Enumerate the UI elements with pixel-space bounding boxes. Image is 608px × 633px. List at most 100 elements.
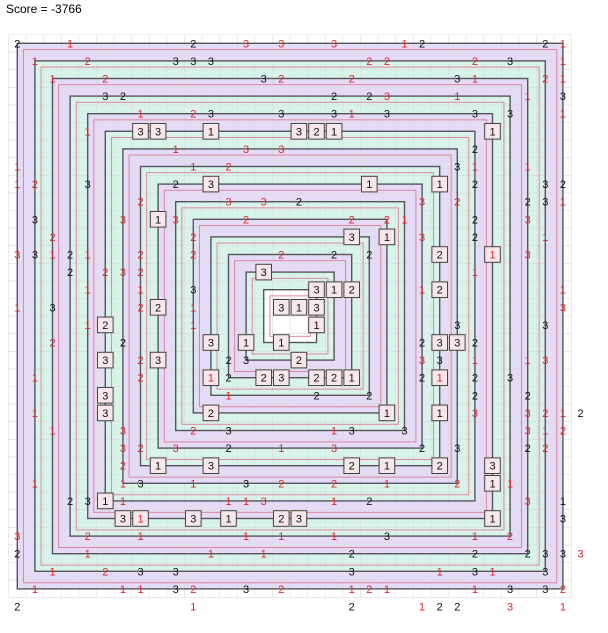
cell-number: 3: [102, 355, 108, 367]
cell-number: 2: [384, 214, 390, 226]
cell-number: 1: [525, 355, 531, 367]
cell-number: 1: [560, 56, 566, 68]
numbered-cell-box: [343, 228, 360, 246]
cell-number: 2: [49, 338, 55, 350]
cell-number: 3: [525, 496, 531, 508]
cell-number: 3: [173, 443, 179, 455]
numbered-cell-box: [97, 404, 114, 422]
cell-number: 1: [14, 162, 20, 174]
cell-number: 2: [49, 232, 55, 244]
loop-wall: [86, 112, 494, 520]
cell-number: 3: [419, 197, 425, 209]
grid-lines: [8, 34, 573, 599]
cell-number: 2: [32, 179, 38, 191]
loop-wall: [34, 60, 546, 572]
cell-number: 3: [85, 179, 91, 191]
cell-number: 1: [190, 478, 196, 490]
cell-number: 1: [243, 338, 249, 350]
loop-wall: [157, 183, 423, 449]
cell-number: 1: [278, 531, 284, 543]
path-line: [234, 260, 347, 373]
cell-number: 2: [14, 602, 20, 614]
cell-number: 2: [349, 214, 355, 226]
cell-number: 1: [560, 602, 566, 614]
cell-number: 3: [208, 179, 214, 191]
cell-number: 1: [472, 355, 478, 367]
cell-number: 2: [225, 443, 231, 455]
cell-number: 3: [472, 109, 478, 121]
cell-number: 2: [296, 355, 302, 367]
path-line: [251, 277, 329, 355]
cell-number: 3: [190, 285, 196, 297]
path-line: [22, 48, 558, 584]
cell-number: 1: [32, 408, 38, 420]
cell-number: 3: [32, 250, 38, 262]
score-readout: Score = -3766: [6, 2, 82, 16]
loop-wall: [192, 218, 388, 414]
cell-number: 1: [489, 250, 495, 262]
cell-number: 1: [102, 496, 108, 508]
path-line: [128, 154, 452, 478]
cell-number: 1: [85, 285, 91, 297]
cell-number: 1: [225, 496, 231, 508]
cell-number: 3: [472, 408, 478, 420]
path-line: [216, 242, 364, 390]
cell-number: 1: [384, 408, 390, 420]
path-line: [198, 224, 382, 408]
cell-number: 3: [261, 496, 267, 508]
cell-number: 3: [331, 109, 337, 121]
cell-number: 2: [85, 531, 91, 543]
cell-number: 1: [49, 426, 55, 438]
cell-number: 2: [560, 179, 566, 191]
numbered-cell-box: [290, 351, 308, 369]
numbered-cell-box: [343, 457, 360, 474]
numbered-cell-box: [325, 369, 343, 386]
numbered-cell-box: [273, 299, 290, 316]
cell-number: 3: [208, 461, 214, 473]
cell-number: 2: [542, 408, 548, 420]
cell-number: 2: [173, 179, 179, 191]
cell-number: 3: [542, 584, 548, 596]
cell-number: 1: [331, 426, 337, 438]
cell-number: 1: [366, 179, 372, 191]
cell-number: 3: [384, 91, 390, 103]
cell-number: 2: [366, 496, 372, 508]
cell-number: 1: [454, 91, 460, 103]
cell-number: 1: [190, 602, 196, 614]
cell-number: 2: [419, 338, 425, 350]
cell-number: 3: [296, 126, 302, 138]
cell-number: 1: [137, 584, 143, 596]
numbered-cell-box: [484, 475, 501, 492]
cell-number: 1: [472, 74, 478, 86]
cell-number: 2: [137, 197, 143, 209]
path-line: [146, 172, 435, 461]
cell-number: 2: [507, 531, 513, 543]
cell-number: 1: [49, 566, 55, 578]
cell-number: 1: [32, 478, 38, 490]
cell-number: 2: [472, 390, 478, 402]
cell-number: 3: [155, 355, 161, 367]
cell-number: 2: [313, 390, 319, 402]
cell-number: 2: [313, 126, 319, 138]
cell-number: 3: [525, 408, 531, 420]
cell-number: 3: [331, 443, 337, 455]
cell-number: 1: [32, 373, 38, 385]
cell-number: 2: [472, 179, 478, 191]
cell-number: 3: [349, 232, 355, 244]
cell-number: 2: [278, 250, 284, 262]
cell-number: 2: [454, 197, 460, 209]
cell-number: 3: [507, 56, 513, 68]
numbered-cell-box: [308, 316, 325, 334]
cell-number: 1: [32, 56, 38, 68]
cell-number: 1: [14, 179, 20, 191]
cell-number: 1: [85, 549, 91, 561]
path-line: [58, 84, 523, 549]
numbered-cell-box: [431, 404, 448, 422]
cell-number: 2: [525, 197, 531, 209]
cell-number: 3: [454, 443, 460, 455]
cell-number: 3: [542, 549, 548, 561]
numbered-cell-box: [132, 510, 149, 527]
cell-number: 3: [560, 549, 566, 561]
cell-number: 2: [190, 584, 196, 596]
